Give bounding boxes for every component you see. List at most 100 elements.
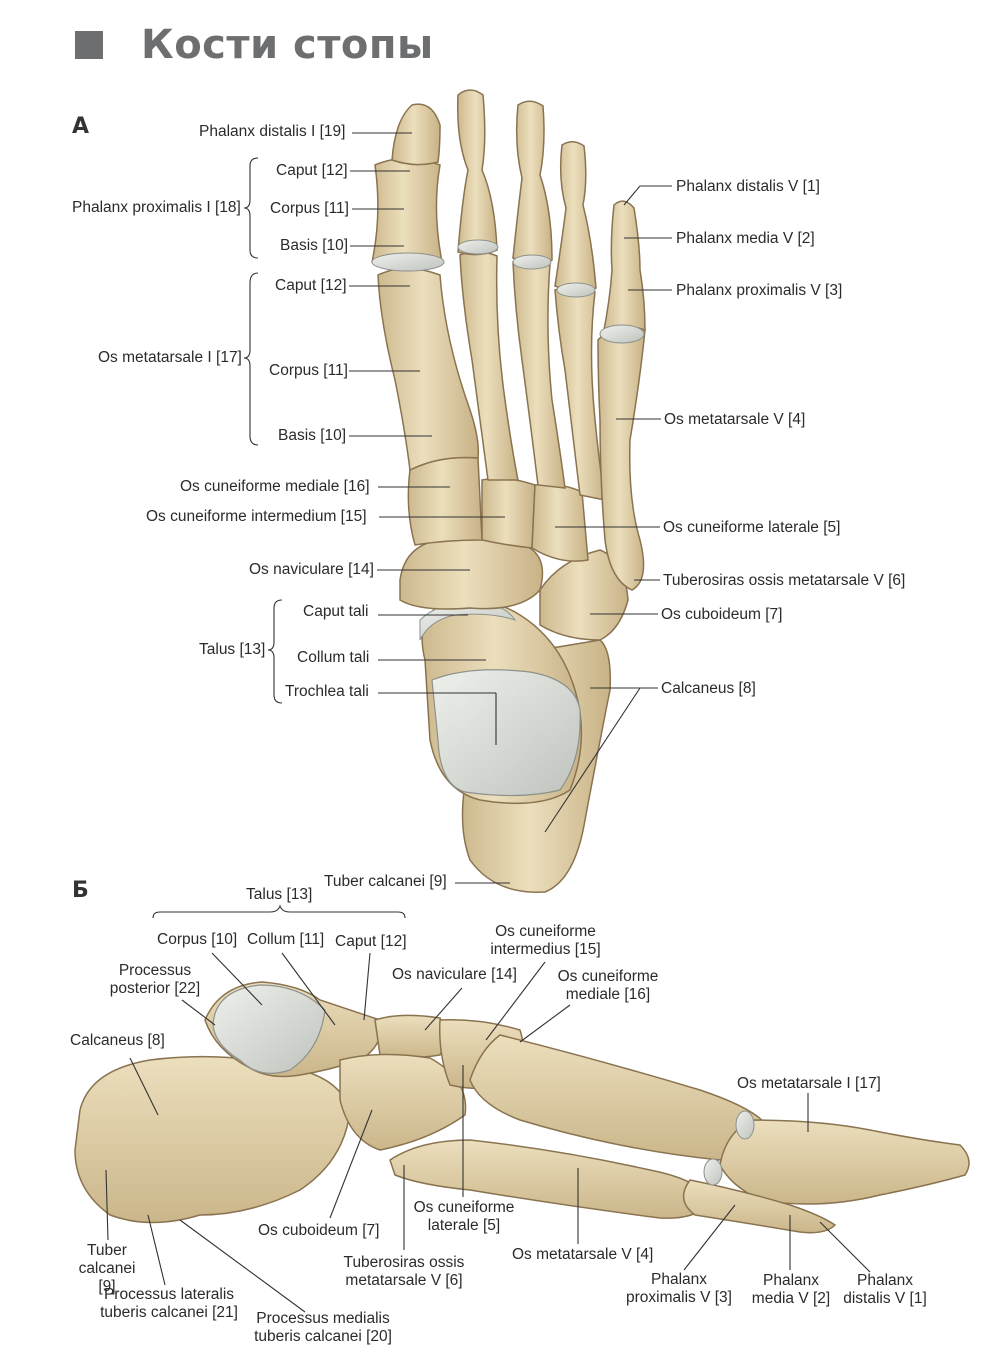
leader-line [485, 961, 546, 1041]
cartilage-mtp-iv-a [556, 282, 596, 298]
label-b-caput: Caput [12] [335, 933, 407, 950]
label-b-phalanx-proximalis-v: Phalanx proximalis V [3] [626, 1271, 732, 1306]
leader-line [363, 952, 371, 1021]
leader-line [623, 185, 641, 206]
trochlea-cartilage-a [431, 669, 581, 797]
page-title-block: Кости стопы [75, 22, 434, 68]
leader-line [147, 1214, 166, 1286]
brace-os-metatarsale [243, 272, 259, 446]
label-b-processus-medialis: Processus medialis tuberis calcanei [20] [254, 1310, 392, 1345]
label-b-corpus: Corpus [10] [157, 931, 238, 948]
metatarsal-v-bone-a [597, 325, 646, 591]
cuneiform-intermediate-bone-a [481, 477, 536, 549]
cartilage-mtp-ii-a [457, 239, 499, 255]
toe-v-bone-a [601, 200, 646, 337]
leader-line [329, 1109, 373, 1219]
toe-iii-bone-a [512, 100, 553, 264]
label-caput-tali: Caput tali [303, 603, 369, 620]
phalanges-bone-b [719, 1119, 970, 1205]
leader-line [281, 952, 336, 1026]
label-os-naviculare: Os naviculare [14] [249, 561, 374, 578]
cuboid-bone-b [339, 1053, 467, 1151]
cartilage-mtp-v-a [599, 324, 645, 344]
leader-lines [105, 132, 871, 1313]
label-basis-10-metatarsal: Basis [10] [278, 427, 347, 444]
phalanges-v-bone-b [682, 1179, 837, 1234]
calcaneus-bone-b [74, 1055, 351, 1224]
label-os-cuneiforme-intermedium: Os cuneiforme intermedium [15] [146, 508, 367, 525]
label-b-phalanx-media-v: Phalanx media V [2] [751, 1272, 831, 1307]
metatarsal-ii-bone-a [459, 251, 519, 481]
leader-line [211, 952, 263, 1006]
metatarsals-bone-b [469, 1034, 771, 1161]
cartilage-mtp-i-b [735, 1110, 755, 1140]
leader-line [519, 1004, 571, 1043]
label-os-metatarsale-v: Os metatarsale V [4] [664, 411, 806, 428]
talus-trochlea-cartilage-b [212, 984, 326, 1074]
distal-phalanx-i-bone-a [391, 103, 441, 166]
brace-phalanx-proximalis [243, 157, 259, 259]
label-b-talus: Talus [13] [246, 886, 313, 903]
brace-talus [267, 599, 283, 704]
toe-ii-bone-a [456, 89, 498, 256]
cuneiform-medial-bone-a [407, 456, 483, 546]
label-corpus-11: Corpus [11] [270, 200, 349, 217]
navicular-bone-b [374, 1014, 446, 1059]
label-b-os-naviculare: Os naviculare [14] [392, 966, 517, 983]
label-b-tuber-calcanei: Tuber calcanei [9] [78, 1242, 136, 1295]
label-caput-12: Caput [12] [276, 162, 348, 179]
label-corpus-11-metatarsal: Corpus [11] [269, 362, 348, 379]
title-square-icon [75, 31, 103, 59]
label-phalanx-proximalis-v: Phalanx proximalis V [3] [676, 282, 843, 299]
label-b-processus-lateralis: Processus lateralis tuberis calcanei [21… [100, 1286, 238, 1321]
label-calcaneus: Calcaneus [8] [661, 680, 756, 697]
leader-line [179, 1219, 306, 1313]
label-talus: Talus [13] [199, 641, 266, 658]
label-b-os-cuneiforme-mediale: Os cuneiforme mediale [16] [557, 968, 659, 1003]
label-b-os-metatarsale-v: Os metatarsale V [4] [512, 1246, 654, 1263]
cartilage-mtp-iii-a [512, 254, 552, 270]
panel-a-letter: А [72, 114, 90, 139]
label-b-os-cuboideum: Os cuboideum [7] [258, 1222, 380, 1239]
label-b-phalanx-distalis-v: Phalanx distalis V [1] [843, 1272, 927, 1307]
toe-iv-bone-a [554, 141, 597, 292]
label-phalanx-proximalis-i: Phalanx proximalis I [18] [72, 199, 241, 216]
label-os-metatarsale-i: Os metatarsale I [17] [98, 349, 242, 366]
label-basis-10: Basis [10] [280, 237, 349, 254]
label-trochlea-tali: Trochlea tali [285, 683, 369, 700]
label-collum-tali: Collum tali [297, 649, 370, 666]
label-b-collum: Collum [11] [247, 931, 325, 948]
label-b-os-cuneiforme-intermedius: Os cuneiforme intermedius [15] [490, 923, 601, 958]
label-b-calcaneus: Calcaneus [8] [70, 1032, 165, 1049]
label-tuberosiras-ossis-metatarsale-v: Tuberosiras ossis metatarsale V [6] [663, 572, 906, 589]
leader-line [683, 1204, 736, 1271]
label-caput-12-metatarsal: Caput [12] [275, 277, 347, 294]
cartilage-mtp-v-b [703, 1158, 723, 1186]
leader-line [819, 1221, 871, 1273]
label-phalanx-distalis-v: Phalanx distalis V [1] [676, 178, 820, 195]
label-phalanx-media-v: Phalanx media V [2] [676, 230, 815, 247]
label-b-processus-posterior: Processus posterior [22] [109, 962, 201, 997]
navicular-bone-a [399, 537, 544, 610]
label-os-cuneiforme-mediale: Os cuneiforme mediale [16] [180, 478, 370, 495]
metatarsal-i-bone-a [377, 267, 480, 472]
label-b-tuberosiras-ossis: Tuberosiras ossis metatarsale V [6] [343, 1254, 465, 1289]
lateral-foot-view [74, 981, 970, 1234]
page-title: Кости стопы [141, 22, 434, 68]
cuneiform-lateral-bone-a [531, 483, 589, 562]
dorsal-foot-view [371, 89, 646, 893]
leader-line [544, 687, 641, 833]
leader-line [129, 1057, 159, 1116]
leader-line [181, 999, 216, 1026]
panel-b-letter: Б [72, 878, 89, 903]
label-b-os-metatarsale-i: Os metatarsale I [17] [737, 1075, 881, 1092]
label-b-os-cuneiforme-laterale: Os cuneiforme laterale [5] [413, 1199, 515, 1234]
proximal-phalanx-i-bone-a [371, 157, 443, 268]
leader-line [105, 1169, 109, 1241]
cartilage-mtp-i-a [371, 252, 445, 272]
brace-talus-b [152, 904, 406, 919]
label-phalanx-distalis-i: Phalanx distalis I [19] [199, 123, 346, 140]
leader-line [424, 987, 463, 1031]
